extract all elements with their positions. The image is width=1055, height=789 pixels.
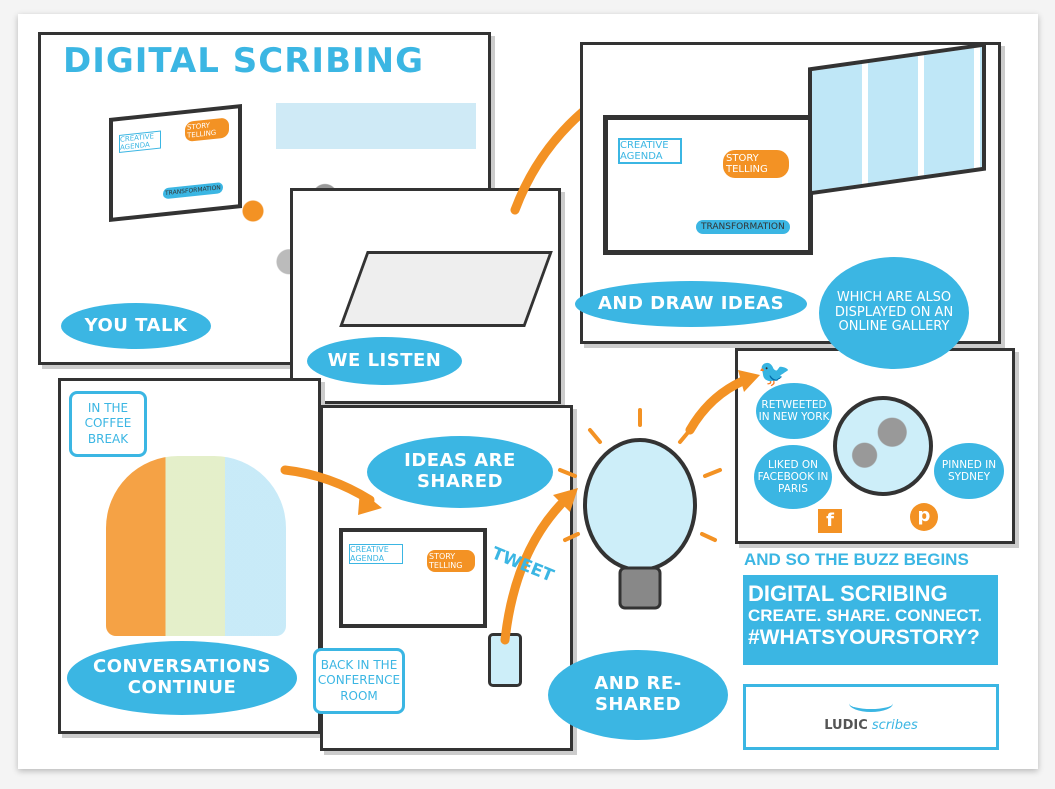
- tagline-slogan: CREATE. SHARE. CONNECT.: [748, 606, 982, 626]
- tagline-hashtag: #WHATSYOURSTORY?: [748, 625, 980, 649]
- pinterest-icon[interactable]: p: [910, 503, 938, 531]
- bubble-paris: LIKED ON FACEBOOK IN PARIS: [754, 445, 832, 509]
- window: [276, 103, 476, 149]
- screen-storytelling: STORY TELLING: [723, 150, 789, 178]
- drawing-screen: CREATIVE AGENDA STORY TELLING TRANSFORMA…: [603, 115, 813, 255]
- label-conference-room: BACK IN THE CONFERENCE ROOM: [313, 648, 405, 714]
- facebook-icon[interactable]: f: [818, 509, 842, 533]
- panel-coffee-break: IN THE COFFEE BREAK CONVERSATIONS CONTIN…: [58, 378, 321, 734]
- screen-creative-agenda: CREATIVE AGENDA: [119, 130, 161, 153]
- bubble-draw-ideas: AND DRAW IDEAS: [575, 281, 807, 327]
- bubble-gallery: WHICH ARE ALSO DISPLAYED ON AN ONLINE GA…: [819, 257, 969, 369]
- screen-creative-agenda: CREATIVE AGENDA: [618, 138, 682, 164]
- desk-illustration: [339, 251, 553, 327]
- logo-box: LUDIC scribes: [743, 684, 999, 750]
- label-coffee-break: IN THE COFFEE BREAK: [69, 391, 147, 457]
- panel-we-listen: WE LISTEN: [290, 188, 561, 404]
- bubble-sydney: PINNED IN SYDNEY: [934, 443, 1004, 499]
- bubble-we-listen: WE LISTEN: [307, 337, 462, 385]
- logo-ludic: LUDIC: [824, 718, 868, 733]
- logo-text: LUDIC scribes: [746, 718, 996, 733]
- tagline-title: DIGITAL SCRIBING: [748, 581, 948, 606]
- screen-illustration: CREATIVE AGENDA STORY TELLING: [339, 528, 487, 628]
- bubble-new-york: RETWEETED IN NEW YORK: [756, 383, 832, 439]
- phone-icon: [488, 633, 522, 687]
- screen-creative-agenda: CREATIVE AGENDA: [349, 544, 403, 564]
- bubble-re-shared: AND RE-SHARED: [548, 650, 728, 740]
- bubble-you-talk: YOU TALK: [61, 303, 211, 349]
- globe-icon: [833, 396, 933, 496]
- buzz-heading: AND SO THE BUZZ BEGINS: [744, 550, 969, 569]
- screen-storytelling: STORY TELLING: [185, 117, 229, 143]
- bubble-ideas-shared: IDEAS ARE SHARED: [367, 436, 553, 508]
- tagline-box: DIGITAL SCRIBING CREATE. SHARE. CONNECT.…: [743, 575, 998, 665]
- laptop-illustration: [808, 42, 986, 196]
- logo-scribes: scribes: [871, 718, 918, 733]
- panel-draw-ideas: CREATIVE AGENDA STORY TELLING TRANSFORMA…: [575, 42, 1001, 369]
- panel-online-gallery: 🐦 RETWEETED IN NEW YORK LIKED ON FACEBOO…: [735, 348, 1015, 544]
- smiley-logo-icon: [849, 695, 893, 712]
- screen-storytelling: STORY TELLING: [427, 550, 475, 572]
- people-illustration: [106, 456, 286, 636]
- page-title: DIGITAL SCRIBING: [63, 41, 424, 81]
- bubble-conversations: CONVERSATIONS CONTINUE: [67, 641, 297, 715]
- screen-transformation: TRANSFORMATION: [696, 220, 790, 234]
